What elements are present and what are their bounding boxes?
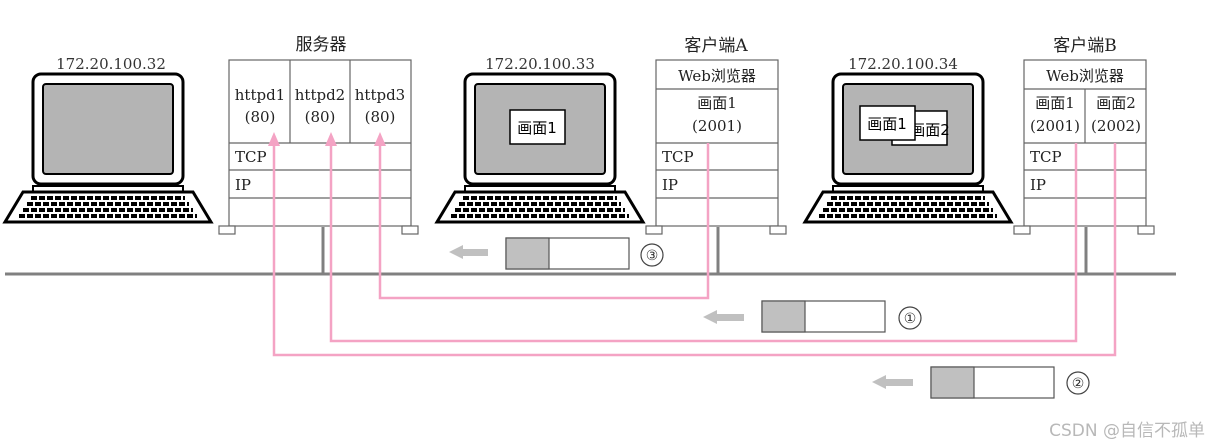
server-stack: 服务器 httpd1 (80) httpd2 (80) httpd3 (80) …: [218, 35, 419, 235]
arrowhead-httpd1: [268, 132, 280, 146]
arrowhead-httpd3: [374, 132, 386, 146]
connection-arrowheads: [268, 132, 386, 146]
packet-2-number: ②: [1072, 376, 1085, 392]
laptop-2-window: [509, 109, 566, 145]
client-b-title: 客户端B: [1053, 36, 1117, 56]
packet-3-number: ③: [646, 248, 659, 264]
laptop-1: 172.20.100.32: [3, 55, 213, 224]
client-a-browser-label: Web浏览器: [678, 67, 756, 85]
connection-line-3: [272, 142, 1117, 357]
laptop-3-window-front: [859, 105, 916, 141]
client-b-screen2-label: 画面2: [1096, 94, 1136, 112]
laptop-3-ip-label: 172.20.100.34: [848, 55, 958, 73]
laptop-1-icon: [3, 72, 213, 224]
packet-3-arrow-icon: [449, 245, 488, 259]
laptop-3-window-front-label: 画面1: [867, 115, 907, 133]
httpd3-port: (80): [365, 108, 396, 126]
packet-3: ③: [449, 237, 664, 270]
packet-1-number: ①: [904, 311, 917, 327]
httpd3-label: httpd3: [355, 86, 405, 104]
connection-line-1: [378, 142, 710, 300]
laptop-1-ip-label: 172.20.100.32: [56, 55, 166, 73]
client-b-tcp-label: TCP: [1030, 148, 1062, 166]
laptop-3: 172.20.100.34 画面2 画面1: [803, 55, 1013, 224]
packet-2-arrow-icon: [872, 375, 913, 389]
server-tcp-label: TCP: [235, 148, 267, 166]
client-a-stack: 客户端A Web浏览器 画面1 (2001) TCP IP: [645, 36, 787, 235]
watermark-text: CSDN @自信不孤单: [1049, 421, 1205, 441]
packet-1-arrow-icon: [703, 310, 744, 324]
httpd1-label: httpd1: [235, 86, 285, 104]
laptop-3-window-back-label: 画面2: [910, 121, 950, 139]
httpd1-port: (80): [245, 108, 276, 126]
arrowhead-httpd2: [325, 132, 337, 146]
connection-line-2: [329, 142, 1078, 343]
client-b-screen1-label: 画面1: [1035, 94, 1075, 112]
packet-1: ①: [703, 300, 922, 333]
connection-lines: [272, 142, 1117, 357]
client-a-tcp-label: TCP: [662, 148, 694, 166]
client-a-screen-label: 画面1: [697, 94, 737, 112]
laptop-2: 172.20.100.33 画面1: [435, 55, 645, 224]
laptop-2-ip-label: 172.20.100.33: [485, 55, 595, 73]
laptop-3-icon: [803, 72, 1013, 224]
httpd2-label: httpd2: [295, 86, 345, 104]
httpd2-port: (80): [305, 108, 336, 126]
client-b-screen2-port: (2002): [1091, 117, 1141, 135]
client-a-screen-port: (2001): [692, 117, 742, 135]
client-b-stack: 客户端B Web浏览器 画面1 (2001) 画面2 (2002) TCP IP: [1013, 36, 1155, 235]
client-b-screen1-port: (2001): [1030, 117, 1080, 135]
client-b-ip-label: IP: [1030, 176, 1046, 194]
client-b-browser-label: Web浏览器: [1046, 67, 1124, 85]
laptop-2-window-label: 画面1: [517, 119, 557, 137]
server-ip-label: IP: [235, 176, 251, 194]
laptop-2-icon: [435, 72, 645, 224]
client-a-ip-label: IP: [662, 176, 678, 194]
server-title: 服务器: [296, 35, 347, 55]
client-a-title: 客户端A: [684, 36, 748, 56]
packet-2: ②: [872, 366, 1090, 399]
